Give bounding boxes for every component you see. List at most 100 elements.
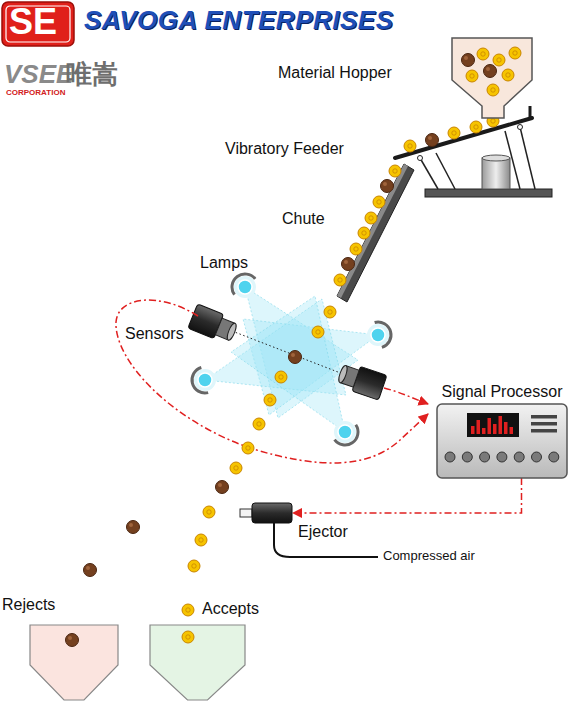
- button: [514, 452, 524, 462]
- lamp: [234, 276, 256, 298]
- company-title: SAVOGA ENTERPRISES: [84, 6, 394, 36]
- accept-product: [230, 462, 242, 474]
- bin: [30, 625, 118, 700]
- accept-product: [477, 48, 489, 60]
- accept-product: [513, 51, 517, 55]
- reject-product: [383, 182, 387, 186]
- reject-product: [484, 65, 497, 78]
- vibratory-feeder: [436, 153, 455, 189]
- nozzle: [240, 509, 252, 517]
- accept-product: [268, 398, 272, 402]
- accept-product: [466, 70, 478, 82]
- lamp: [371, 328, 385, 342]
- node-outline: [30, 625, 118, 700]
- accept-product: [230, 462, 242, 474]
- lamp: [338, 425, 352, 439]
- accept-product: [207, 510, 211, 514]
- accept-product: [182, 631, 194, 643]
- air-hose: [274, 523, 378, 557]
- accept-product: [324, 306, 336, 318]
- button: [549, 452, 559, 462]
- logo-text: 唯嵩: [66, 60, 118, 90]
- reject-product: [129, 523, 133, 527]
- reject-product: [216, 481, 229, 494]
- display-bar: [477, 420, 481, 434]
- display-bar: [482, 428, 486, 434]
- reject-product: [84, 564, 97, 577]
- reject-bin: Rejects: [30, 625, 118, 700]
- accept-product: [264, 394, 276, 406]
- accept-product: [316, 330, 320, 334]
- accept-product: [477, 48, 489, 60]
- accept-product: [338, 278, 342, 282]
- accept-product: [199, 538, 203, 542]
- accept-product: [275, 371, 287, 383]
- accept-product: [192, 564, 196, 568]
- processor-housing: [437, 404, 567, 478]
- accept-product: [487, 84, 499, 96]
- accept-product: [470, 74, 474, 78]
- reject-product: [342, 258, 355, 271]
- control-signal: [293, 478, 522, 513]
- accept-product: [358, 227, 370, 239]
- accept-product: [253, 418, 265, 430]
- reject-product: [289, 351, 302, 364]
- reject-product: [462, 54, 475, 67]
- device-label: Signal Processor: [437, 383, 567, 401]
- reject-product: [381, 180, 394, 193]
- camera-sensor: [337, 365, 349, 384]
- reject-product: [426, 134, 439, 147]
- accept-product: [493, 54, 505, 66]
- accept-product: [497, 58, 501, 62]
- logo-text: VSEE: [4, 60, 73, 90]
- accept-product: [195, 534, 207, 546]
- accept-product: [470, 121, 482, 133]
- vibratory-feeder: [505, 131, 520, 189]
- accept-bin: Accepts: [150, 625, 245, 700]
- vent: [531, 415, 557, 419]
- chute: [337, 164, 414, 302]
- logo-text: CORPORATION: [6, 88, 65, 97]
- signal-processor: Signal Processor: [437, 404, 567, 478]
- accept-product: [373, 196, 385, 208]
- accept-product: [253, 418, 265, 430]
- reject-product: [86, 566, 90, 570]
- accept-product: [448, 127, 460, 139]
- signal-wire: [384, 388, 428, 404]
- part-label: Vibratory Feeder: [225, 140, 344, 158]
- lamp: [189, 364, 221, 396]
- accept-product: [334, 274, 346, 286]
- device-label: Ejector: [298, 523, 348, 541]
- accept-product: [408, 144, 412, 148]
- accept-product: [188, 560, 200, 572]
- vibratory-feeder: [420, 158, 438, 189]
- accept-product: [350, 243, 362, 255]
- accept-product: [242, 442, 254, 454]
- vibratory-feeder: [520, 127, 535, 189]
- accept-product: [365, 212, 377, 224]
- button: [480, 452, 490, 462]
- accept-product: [362, 231, 366, 235]
- button: [445, 452, 455, 462]
- accept-product: [358, 227, 370, 239]
- camera-sensor: [226, 322, 238, 341]
- display-bar: [510, 427, 514, 434]
- lamp: [189, 269, 394, 450]
- part-label: Compressed air: [383, 549, 475, 564]
- reject-product: [216, 481, 229, 494]
- accept-product: [195, 534, 207, 546]
- button: [532, 452, 542, 462]
- air-ejector: Ejector: [240, 503, 292, 523]
- valve-body: [252, 503, 292, 523]
- accept-product: [186, 635, 190, 639]
- accept-product: [312, 326, 324, 338]
- accept-product: [506, 73, 510, 77]
- camera-sensor: [336, 361, 387, 400]
- accept-product: [182, 631, 194, 643]
- signal-wire: [116, 300, 428, 463]
- display: [467, 413, 519, 437]
- accept-product: [389, 165, 401, 177]
- reject-product: [344, 260, 348, 264]
